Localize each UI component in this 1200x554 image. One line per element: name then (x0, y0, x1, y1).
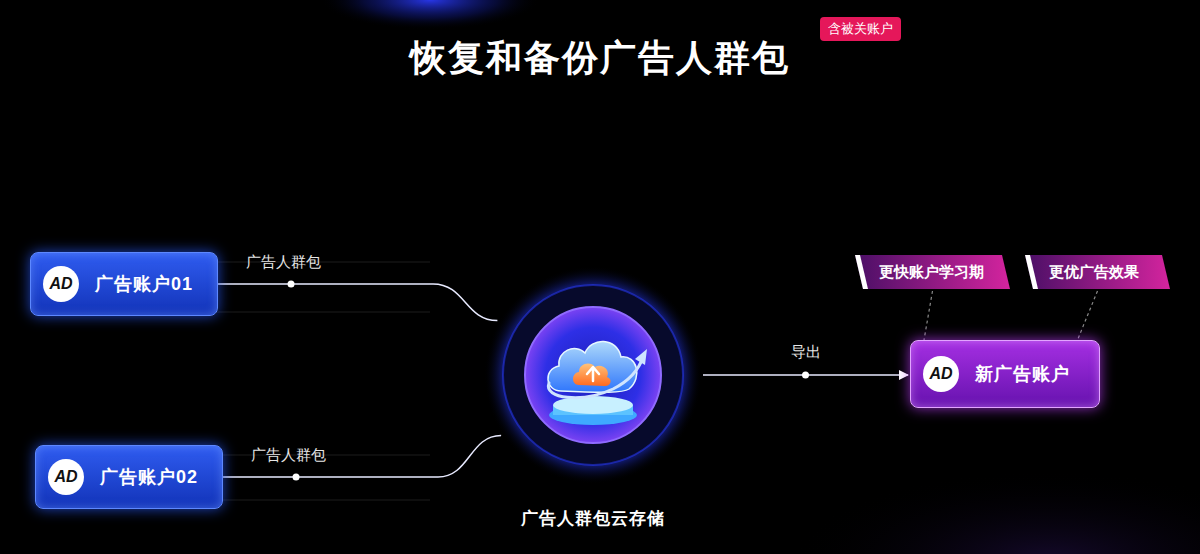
faint-guide (215, 312, 430, 313)
edge-dot (288, 281, 295, 288)
benefit-flag: 更快账户学习期 (855, 255, 1010, 289)
hub-caption: 广告人群包云存储 (521, 507, 665, 530)
swoosh-head (635, 349, 647, 365)
node-label: 广告账户01 (95, 272, 193, 296)
flag-body (855, 255, 1010, 289)
corner-glow (790, 470, 1200, 554)
edge-label: 广告人群包 (251, 446, 326, 465)
account-box: 广告账户02 AD (35, 445, 223, 509)
title: 恢复和备份广告人群包 (410, 37, 790, 78)
node-label: AD (49, 275, 72, 293)
faint-guide (220, 500, 430, 501)
ad-badge: AD (48, 459, 84, 495)
node-label: 含被关账户 (828, 21, 893, 36)
top-glow (320, 0, 540, 30)
flag-stripe (1025, 255, 1038, 289)
flag-body (1025, 255, 1170, 289)
title-row: 恢复和备份广告人群包 (0, 34, 1200, 83)
ad-badge: AD (923, 356, 959, 392)
account-box: 新广告账户 AD (910, 340, 1100, 408)
connector (223, 435, 501, 477)
outer-halo (484, 266, 702, 484)
dashed-leader (924, 291, 933, 340)
inner-cloud (573, 364, 611, 386)
node-label: 更优广告效果 (1049, 263, 1139, 282)
pedestal-top (553, 396, 633, 414)
cloud-illustration (483, 265, 703, 485)
node-label: 广告账户02 (100, 465, 198, 489)
node-label: AD (54, 468, 77, 486)
account-box: 广告账户01 AD (30, 252, 218, 316)
cloud (548, 341, 637, 392)
edge-dot (802, 372, 809, 379)
node-label: AD (929, 365, 952, 383)
benefit-flag: 更优广告效果 (1025, 255, 1170, 289)
swoosh (548, 357, 643, 398)
connector (218, 284, 497, 321)
flag-stripe (855, 255, 868, 289)
node-label: 新广告账户 (975, 362, 1070, 386)
edge-label: 广告人群包 (246, 253, 321, 272)
node-label: 更快账户学习期 (879, 263, 984, 282)
inner-disc (525, 307, 661, 443)
ring (503, 285, 683, 465)
cloud-storage-hub: 广告人群包云存储 (483, 265, 703, 485)
edge-label: 导出 (791, 343, 821, 362)
ad-badge: AD (43, 266, 79, 302)
status-tag: 含被关账户 (820, 17, 901, 41)
dashed-leader (1078, 291, 1098, 340)
edge-dot (293, 474, 300, 481)
upload-arrow (587, 367, 599, 381)
